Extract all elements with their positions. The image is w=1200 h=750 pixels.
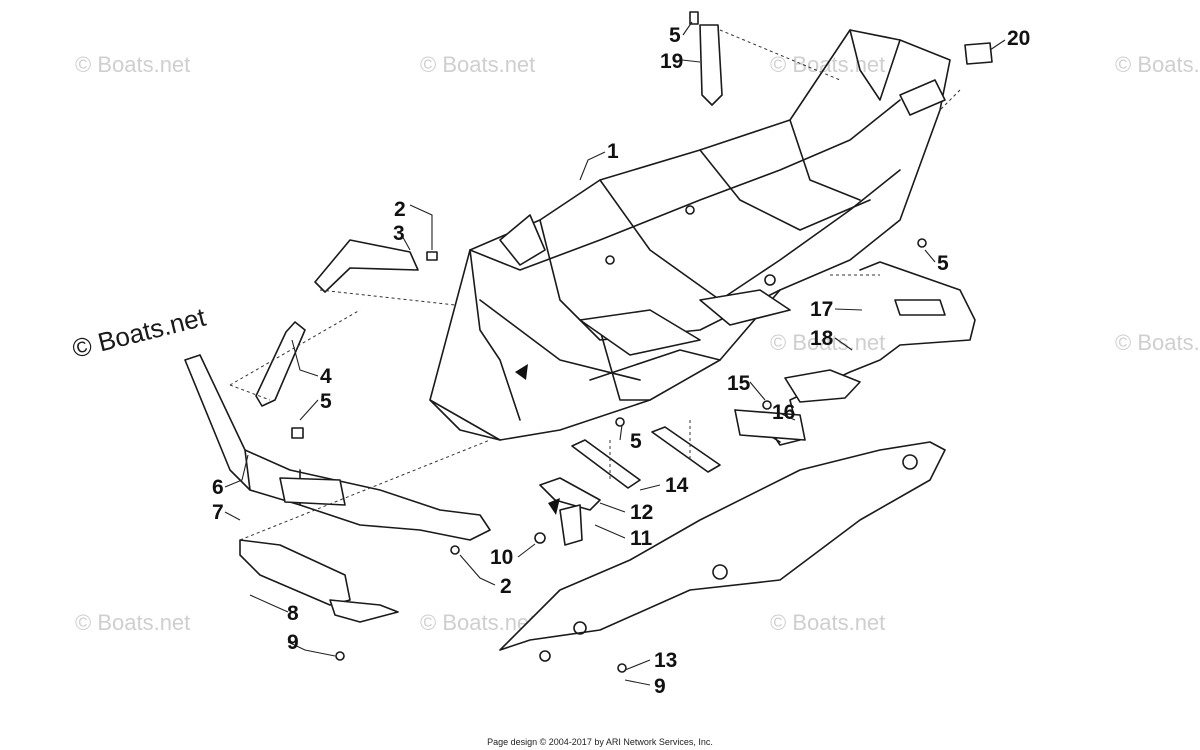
callout-5: 5 (320, 390, 332, 413)
part-10-nut (534, 532, 546, 544)
callout-18: 18 (810, 327, 834, 350)
footer-copyright: Page design © 2004-2017 by ARI Network S… (487, 737, 713, 747)
arrow-marker (515, 364, 528, 380)
part-2-bolt (450, 545, 460, 555)
callout-12: 12 (630, 501, 653, 524)
callout-6: 6 (212, 476, 224, 499)
part-9-fastener (617, 663, 627, 673)
part-5-bolt (917, 238, 927, 248)
arrow-marker (548, 498, 560, 515)
callout-1: 1 (607, 140, 619, 163)
callout-7: 7 (212, 501, 224, 524)
part-5-bolt (291, 427, 304, 439)
watermark: © Boats.net (75, 610, 190, 635)
callout-11: 11 (630, 527, 653, 550)
part-19-brace (699, 24, 723, 106)
part-15-bolt (762, 400, 772, 410)
watermark: © Boats.net (770, 610, 885, 635)
callout-2: 2 (500, 575, 512, 598)
callout-5: 5 (937, 252, 949, 275)
main-frame (429, 29, 951, 441)
part-9-fastener (335, 651, 345, 661)
part-16-plate (734, 409, 806, 441)
callout-10: 10 (490, 546, 513, 569)
watermark: © Boats.net (1115, 330, 1200, 355)
callout-9: 9 (654, 675, 666, 698)
part-4-brace (255, 321, 306, 407)
main-watermark: © Boats.net (69, 302, 209, 364)
callout-17: 17 (810, 298, 833, 321)
watermark: © Boats.net (420, 52, 535, 77)
part-11-bracket (559, 504, 583, 546)
callout-2: 2 (394, 198, 406, 221)
part-18-bracket (784, 369, 861, 403)
part-13-skid-plate (499, 441, 946, 651)
callout-3: 3 (393, 222, 405, 245)
watermark: © Boats.net (1115, 52, 1200, 77)
callout-15: 15 (727, 372, 751, 395)
callout-9: 9 (287, 631, 299, 654)
part-2-bolt (426, 251, 438, 261)
part-14-pad (571, 439, 641, 489)
part-20-decal (964, 42, 993, 65)
callout-20: 20 (1007, 27, 1030, 50)
part-6-front-bumper (184, 354, 491, 541)
callout-13: 13 (654, 649, 677, 672)
callout-16: 16 (772, 401, 795, 424)
callout-14: 14 (665, 474, 689, 497)
callout-4: 4 (320, 365, 332, 388)
part-7-skid (239, 539, 351, 606)
part-5-bolt (689, 11, 699, 25)
callout-19: 19 (660, 50, 683, 73)
callout-8: 8 (287, 602, 299, 625)
watermark: © Boats.net (770, 330, 885, 355)
callout-5: 5 (630, 430, 642, 453)
part-5-bolt (615, 417, 625, 427)
callouts: 1 2 3 4 5 6 7 8 9 10 11 12 13 14 15 16 1… (212, 24, 1030, 698)
part-14-pad (651, 426, 721, 473)
callout-leaders (224, 21, 1006, 686)
watermark: © Boats.net (75, 52, 190, 77)
callout-5: 5 (669, 24, 681, 47)
guide-lines (229, 29, 961, 541)
watermark: © Boats.net (420, 610, 535, 635)
part-12-bracket (539, 477, 601, 511)
part-3-bracket (314, 239, 419, 293)
